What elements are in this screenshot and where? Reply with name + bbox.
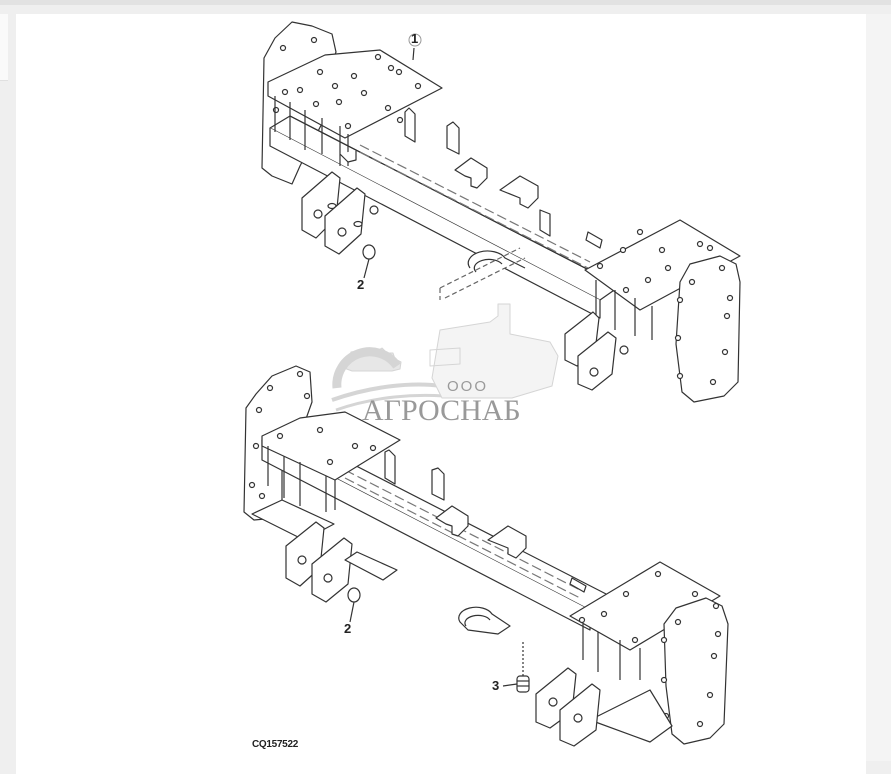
callout-2-upper: 2 bbox=[357, 277, 365, 292]
upper-frame-assembly bbox=[261, 21, 741, 403]
callout-3: 3 bbox=[492, 678, 500, 693]
callout-2-lower: 2 bbox=[344, 621, 352, 636]
left-sidebar-strip bbox=[0, 14, 8, 81]
watermark-prefix: ООО bbox=[447, 378, 489, 395]
lower-frame-assembly bbox=[243, 365, 729, 747]
watermark-logo bbox=[331, 303, 559, 412]
figure-code: CQ157522 bbox=[252, 739, 298, 750]
watermark-name: АГРОСНАБ bbox=[362, 394, 521, 427]
callout-1: 1 bbox=[411, 31, 419, 46]
right-scroll-area bbox=[866, 14, 891, 761]
top-bar bbox=[0, 0, 891, 5]
